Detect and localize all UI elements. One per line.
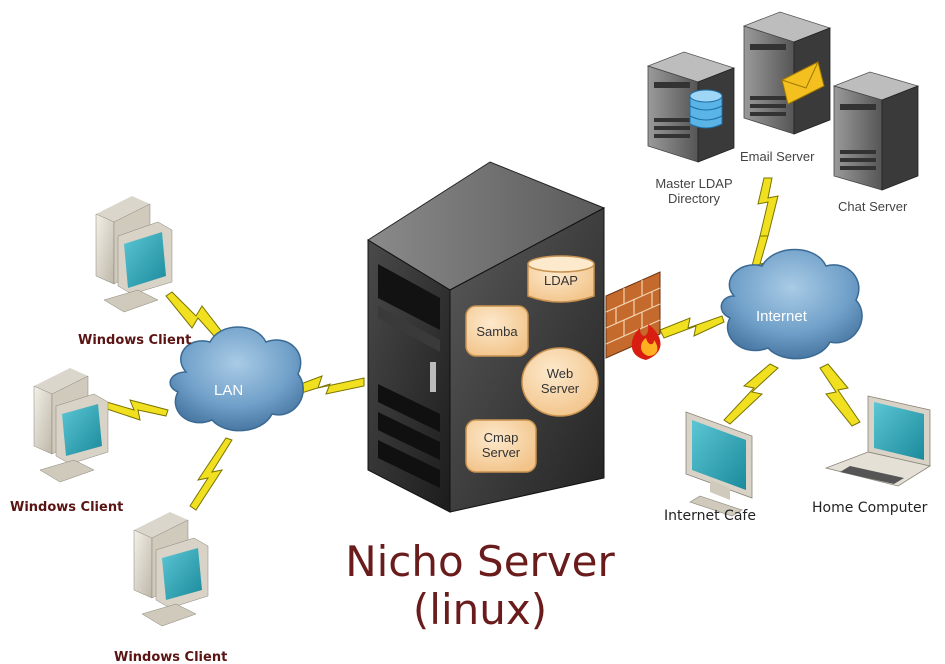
lan-cloud-icon bbox=[169, 326, 304, 432]
internet-label: Internet bbox=[756, 308, 807, 325]
cmap-server-label: Cmap Server bbox=[466, 430, 536, 460]
title-line2: (linux) bbox=[412, 585, 548, 634]
laptop-icon bbox=[824, 395, 932, 487]
chat-server-label: Chat Server bbox=[838, 199, 908, 214]
samba-service-label: Samba bbox=[476, 324, 518, 339]
web-server-label-line2: Server bbox=[540, 381, 580, 396]
service-bubbles bbox=[465, 255, 599, 473]
lan-label: LAN bbox=[214, 382, 244, 399]
email-server-label: Email Server bbox=[740, 149, 815, 164]
windows-client-label-1: Windows Client bbox=[78, 333, 192, 348]
web-server-label: Web Server bbox=[522, 366, 598, 396]
database-icon bbox=[689, 89, 723, 129]
ldap-service-label: LDAP bbox=[544, 273, 578, 288]
envelope-icon bbox=[781, 61, 825, 105]
home-computer-label: Home Computer bbox=[812, 500, 928, 516]
windows-client-label-2: Windows Client bbox=[10, 500, 124, 515]
windows-client-label-3: Windows Client bbox=[114, 650, 228, 664]
diagram-title: Nicho Server (linux) bbox=[320, 538, 640, 634]
internet-cloud-icon bbox=[720, 248, 863, 360]
title-line1: Nicho Server bbox=[345, 537, 615, 586]
cmap-server-label-line1: Cmap bbox=[483, 430, 519, 445]
firewall-icon bbox=[605, 271, 661, 360]
web-server-label-line1: Web bbox=[546, 366, 574, 381]
cmap-server-label-line2: Server bbox=[481, 445, 521, 460]
master-ldap-label-line2: Directory bbox=[667, 191, 720, 206]
monitor-icon bbox=[685, 411, 753, 517]
master-ldap-label: Master LDAP Directory bbox=[636, 176, 752, 206]
internet-cafe-label: Internet Cafe bbox=[664, 508, 756, 524]
master-ldap-label-line1: Master LDAP bbox=[655, 176, 733, 191]
desktop-computer-icon bbox=[33, 196, 209, 627]
